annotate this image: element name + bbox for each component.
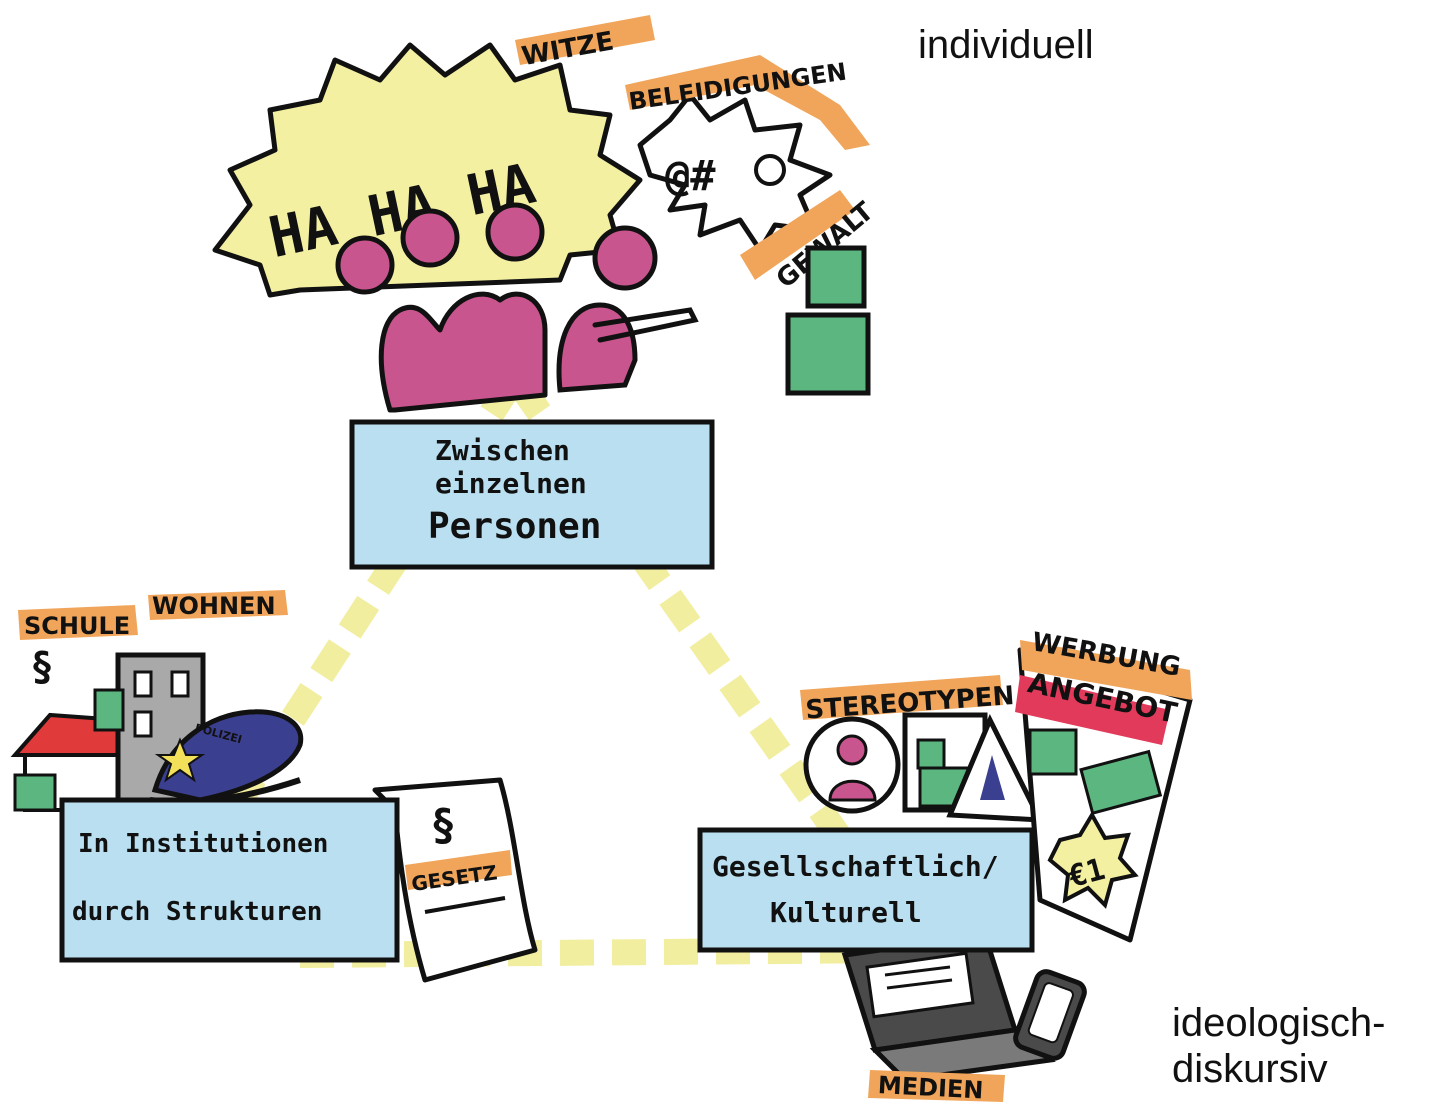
box-top-line2: einzelnen: [435, 467, 587, 500]
law-paragraph-icon: §: [430, 800, 457, 851]
box-individual-level: Zwischen einzelnen Personen: [349, 419, 715, 570]
tag-medien: MEDIEN: [868, 1070, 1005, 1105]
tag-schule-text: SCHULE: [24, 612, 130, 640]
insult-symbols: @#: [665, 151, 716, 200]
tag-wohnen-text: WOHNEN: [152, 592, 276, 620]
laughing-figures: [335, 202, 548, 413]
angry-pointing-figure: [556, 225, 699, 393]
laughing-face-3: [485, 202, 545, 262]
tag-witze: WITZE: [515, 15, 655, 72]
law-document: § GESETZ: [372, 777, 538, 983]
angry-face: [592, 225, 658, 291]
laughing-bodies: [378, 291, 548, 413]
laughing-face-1: [335, 235, 395, 295]
laughing-face-2: [400, 208, 460, 268]
tag-schule: SCHULE: [18, 605, 138, 640]
ad-flyer: WERBUNG ANGEBOT €1: [1015, 627, 1193, 943]
box-top-line1: Zwischen: [435, 434, 570, 467]
box-top-line3: Personen: [428, 506, 601, 547]
police-star-icon: [154, 737, 206, 783]
box-left-line1: In Institutionen: [78, 829, 328, 859]
paragraph-icon: §: [30, 644, 54, 690]
box-institutional-level: In Institutionen durch Strukturen: [59, 797, 400, 963]
hurt-figure: [785, 245, 871, 396]
happy-face-icon: [1028, 728, 1078, 776]
box-societal-level: Gesellschaftlich/ Kulturell: [697, 827, 1035, 953]
label-ideologisch-diskursiv: ideologisch- diskursiv: [1172, 1000, 1385, 1092]
money-stack-icon: [1079, 749, 1163, 816]
pointing-arm: [592, 307, 699, 343]
tag-witze-text: WITZE: [520, 26, 617, 72]
box-right-line1: Gesellschaftlich/: [712, 850, 999, 883]
label-ideologisch-line2: diskursiv: [1172, 1047, 1328, 1091]
stereotype-icons: [803, 712, 1045, 823]
box-right-line2: Kulturell: [770, 896, 922, 929]
smartphone: [1013, 969, 1087, 1061]
laptop: [841, 932, 1056, 1083]
label-individuell: individuell: [918, 23, 1094, 67]
insult-burst: @#: [637, 92, 833, 253]
label-ideologisch-line1: ideologisch-: [1172, 1001, 1386, 1045]
price-burst: [1047, 811, 1139, 909]
box-left-line2: durch Strukturen: [72, 897, 322, 927]
tag-wohnen: WOHNEN: [148, 590, 288, 620]
tag-medien-text: MEDIEN: [877, 1071, 984, 1104]
skull-icon: [754, 154, 786, 186]
